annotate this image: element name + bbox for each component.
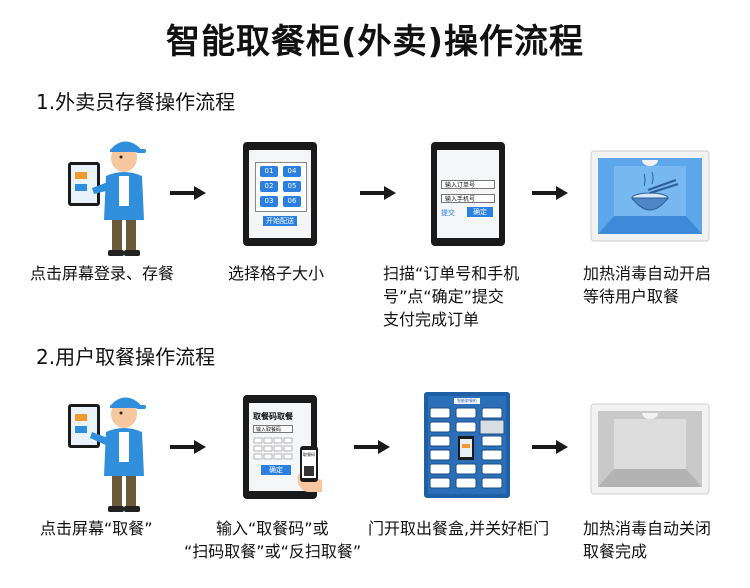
s2-step3-caption: 门开取出餐盒,并关好柜门: [368, 519, 550, 538]
locker-grid: 01 04 02 05 03 06: [255, 162, 307, 212]
caption-line: 加热消毒自动关闭: [583, 519, 712, 538]
locker-cabinet: 智能取餐柜: [424, 392, 510, 498]
courier-figure: [66, 132, 156, 258]
arrow-right-icon: [532, 186, 568, 200]
caption-line: 加热消毒自动开启: [583, 264, 712, 283]
s1-step2-caption: 选择格子大小: [228, 264, 325, 283]
grid-cell[interactable]: 05: [283, 181, 301, 192]
phone-number-input[interactable]: 输入手机号: [441, 194, 495, 203]
caption-line: 取餐完成: [583, 542, 648, 561]
arrow-right-icon: [170, 440, 206, 454]
s2-step2-caption: 输入“取餐码”或 “扫码取餐”或“反扫取餐”: [184, 517, 384, 563]
confirm-button[interactable]: 确定: [467, 207, 493, 217]
pickup-screen-title: 取餐码取餐: [253, 412, 293, 421]
grid-cell[interactable]: 03: [260, 196, 278, 207]
arrow-right-icon: [532, 440, 568, 454]
tablet-order-screen: 输入订单号 输入手机号 提交 确定: [431, 142, 505, 246]
start-delivery-button[interactable]: 开始配送: [263, 216, 297, 226]
grid-cell[interactable]: 06: [283, 196, 301, 207]
arrow-right-icon: [170, 186, 206, 200]
arrow-right-icon: [360, 186, 396, 200]
s1-step3-caption: 扫描“订单号和手机 号”点“确定”提交 支付完成订单: [383, 262, 519, 331]
user-figure: [66, 388, 156, 514]
caption-line: 等待用户取餐: [583, 287, 680, 306]
phone-code-label: 取餐码: [303, 452, 315, 457]
heating-compartment-off: [590, 403, 710, 495]
pickup-code-input[interactable]: 输入取餐码: [253, 425, 293, 433]
s2-step4-caption: 加热消毒自动关闭 取餐完成: [583, 517, 711, 563]
page-title: 智能取餐柜(外卖)操作流程: [165, 22, 585, 62]
grid-cell[interactable]: 04: [283, 166, 301, 177]
phone-in-hand: 取餐码: [296, 444, 324, 494]
caption-line: 支付完成订单: [383, 310, 480, 329]
caption-line: “扫码取餐”或“反扫取餐”: [184, 542, 362, 561]
section-2-heading: 2.用户取餐操作流程: [36, 345, 216, 369]
grid-cell[interactable]: 01: [260, 166, 278, 177]
cabinet-label: 智能取餐柜: [457, 398, 477, 403]
caption-line: 号”点“确定”提交: [383, 287, 504, 306]
caption-line: 输入“取餐码”或: [216, 519, 329, 538]
heating-compartment-on: [590, 150, 710, 242]
s1-step1-caption: 点击屏幕登录、存餐: [30, 264, 175, 283]
submit-link[interactable]: 提交: [441, 209, 455, 217]
tablet-grid-screen: 01 04 02 05 03 06 开始配送: [243, 142, 317, 246]
keypad[interactable]: [253, 437, 293, 461]
confirm-button[interactable]: 确定: [261, 465, 291, 475]
order-number-input[interactable]: 输入订单号: [441, 180, 495, 189]
arrow-right-icon: [354, 440, 390, 454]
caption-line: 扫描“订单号和手机: [383, 264, 520, 283]
s2-step1-caption: 点击屏幕“取餐”: [40, 519, 153, 538]
section-1-heading: 1.外卖员存餐操作流程: [36, 90, 236, 114]
s1-step4-caption: 加热消毒自动开启 等待用户取餐: [583, 262, 711, 308]
grid-cell[interactable]: 02: [260, 181, 278, 192]
